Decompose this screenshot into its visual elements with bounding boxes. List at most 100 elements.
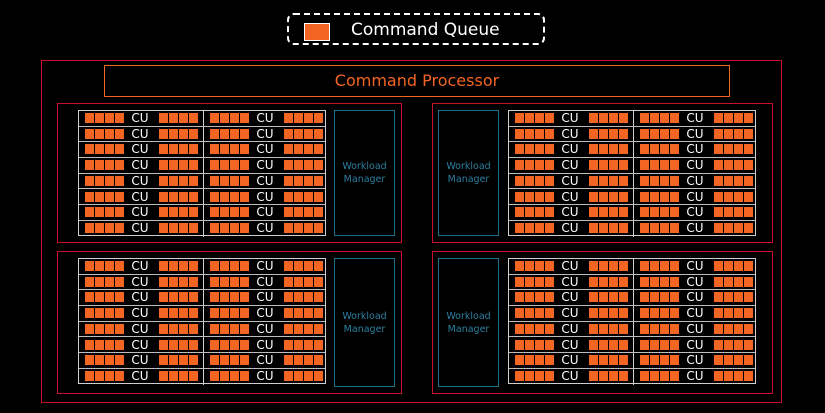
cu-lane-block xyxy=(545,128,554,139)
cu-lane-block xyxy=(589,191,598,202)
cu-lane-block xyxy=(640,323,649,334)
compute-unit: CU xyxy=(509,275,630,290)
cu-lane-block xyxy=(619,323,628,334)
cu-lane-block xyxy=(105,292,114,303)
cu-lane-block xyxy=(724,339,733,350)
cu-lane-block xyxy=(535,292,544,303)
cu-lane-block xyxy=(304,261,313,271)
cu-lane-block xyxy=(744,339,753,350)
cu-lane-block xyxy=(619,144,628,155)
cu-lane-block xyxy=(159,276,168,287)
cu-lane-block xyxy=(599,144,608,155)
cu-lane-block xyxy=(619,355,628,366)
cu-lane-block xyxy=(220,175,229,186)
cu-lane-block xyxy=(734,323,743,334)
cu-lane-block xyxy=(85,128,94,139)
cu-lane-block xyxy=(525,292,534,303)
compute-unit: CU xyxy=(79,290,200,305)
compute-unit: CU xyxy=(634,174,755,189)
cu-lane-block xyxy=(294,191,303,202)
cu-lane-block xyxy=(314,308,323,319)
cu-label: CU xyxy=(131,126,149,141)
cu-lane-block xyxy=(734,222,743,233)
cu-lane-block xyxy=(95,308,104,319)
cu-lane-block xyxy=(95,113,104,123)
cu-lane-block xyxy=(230,308,239,319)
cu-lane-block xyxy=(515,261,524,271)
compute-unit: CU xyxy=(509,142,630,157)
cu-lane-block xyxy=(314,222,323,233)
cu-lane-block xyxy=(304,175,313,186)
cu-lane-block xyxy=(179,113,188,123)
cu-lane-block xyxy=(169,308,178,319)
cu-lane-block xyxy=(189,355,198,366)
cu-lane-block xyxy=(589,261,598,271)
cu-lane-block xyxy=(744,355,753,366)
cu-lane-block xyxy=(220,222,229,233)
cu-lane-block xyxy=(314,128,323,139)
shader-engine-bottom-right xyxy=(432,251,773,394)
cu-lane-block xyxy=(105,128,114,139)
compute-unit: CU xyxy=(79,190,200,205)
cu-lane-block xyxy=(85,370,94,381)
cu-lane-block xyxy=(220,276,229,287)
cu-lane-block xyxy=(95,207,104,218)
cu-lane-block xyxy=(115,191,124,202)
cu-lane-block xyxy=(115,113,124,123)
cu-lane-block xyxy=(179,144,188,155)
cu-label: CU xyxy=(131,353,149,368)
cu-lane-block xyxy=(230,370,239,381)
cu-lane-block xyxy=(714,308,723,319)
cu-lane-block xyxy=(744,191,753,202)
cu-lane-block xyxy=(670,207,679,218)
cu-label: CU xyxy=(686,368,704,383)
cu-lane-block xyxy=(169,355,178,366)
cu-lane-block xyxy=(314,370,323,381)
cu-lane-block xyxy=(609,175,618,186)
cu-lane-block xyxy=(230,113,239,123)
cu-lane-block xyxy=(734,175,743,186)
cu-lane-block xyxy=(734,191,743,202)
cu-lane-block xyxy=(220,339,229,350)
compute-unit: CU xyxy=(79,221,200,236)
cu-lane-block xyxy=(525,175,534,186)
cu-lane-block xyxy=(670,113,679,123)
cu-lane-block xyxy=(589,339,598,350)
cu-row: CU CU xyxy=(79,127,325,143)
cu-lane-block xyxy=(609,113,618,123)
cu-lane-block xyxy=(105,339,114,350)
cu-lane-block xyxy=(724,175,733,186)
cu-lane-block xyxy=(230,339,239,350)
cu-lane-block xyxy=(115,175,124,186)
cu-lane-block xyxy=(95,175,104,186)
cu-lane-block xyxy=(599,308,608,319)
cu-lane-block xyxy=(515,191,524,202)
cu-lane-block xyxy=(599,160,608,171)
cu-lane-block xyxy=(210,222,219,233)
cu-lane-block xyxy=(515,292,524,303)
cu-lane-block xyxy=(545,308,554,319)
cu-lane-block xyxy=(744,128,753,139)
cu-lane-block xyxy=(650,339,659,350)
cu-label: CU xyxy=(561,259,579,273)
cu-lane-block xyxy=(515,128,524,139)
cu-label: CU xyxy=(256,126,274,141)
cu-lane-block xyxy=(179,261,188,271)
cu-lane-block xyxy=(660,207,669,218)
cu-lane-block xyxy=(599,370,608,381)
compute-unit: CU xyxy=(204,369,325,384)
cu-lane-block xyxy=(670,128,679,139)
cu-lane-block xyxy=(724,261,733,271)
cu-label: CU xyxy=(561,321,579,336)
cu-lane-block xyxy=(609,261,618,271)
cu-lane-block xyxy=(314,261,323,271)
cu-lane-block xyxy=(515,276,524,287)
cu-lane-block xyxy=(284,323,293,334)
cu-lane-block xyxy=(545,144,554,155)
cu-lane-block xyxy=(240,370,249,381)
command-queue-swatch xyxy=(304,23,330,41)
compute-unit: CU xyxy=(79,322,200,337)
cu-lane-block xyxy=(525,323,534,334)
cu-lane-block xyxy=(660,160,669,171)
